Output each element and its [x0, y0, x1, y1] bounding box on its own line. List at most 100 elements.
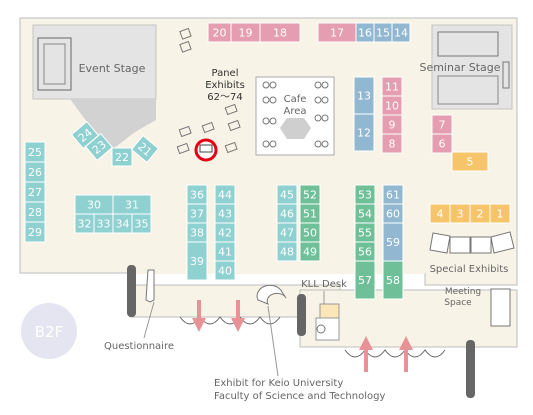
booth-9[interactable]: 9 — [381, 114, 403, 135]
special-exhibits[interactable] — [429, 231, 515, 254]
booth-25[interactable]: 25 — [24, 141, 46, 163]
booth-5[interactable]: 5 — [451, 151, 489, 172]
booth-8[interactable]: 8 — [381, 133, 403, 154]
booth-16[interactable]: 16 — [355, 22, 375, 43]
booth-56[interactable]: 56 — [354, 241, 376, 262]
booth-label: 49 — [303, 246, 317, 259]
booth-18[interactable]: 18 — [259, 22, 301, 43]
booth-38[interactable]: 38 — [186, 222, 208, 243]
booth-label: 11 — [385, 81, 399, 94]
booth-45[interactable]: 45 — [276, 184, 298, 205]
booth-1[interactable]: 1 — [489, 203, 511, 224]
booth-22[interactable]: 22 — [111, 147, 133, 167]
booth-54[interactable]: 54 — [354, 203, 376, 224]
booth-47[interactable]: 47 — [276, 222, 298, 243]
booth-31[interactable]: 31 — [112, 194, 152, 215]
booth-11[interactable]: 11 — [381, 76, 403, 97]
booth-33[interactable]: 33 — [93, 213, 114, 234]
booth-39[interactable]: 39 — [186, 241, 208, 281]
booth-58[interactable]: 58 — [382, 260, 404, 300]
booth-13[interactable]: 13 — [353, 76, 375, 115]
booth-23[interactable]: 23 — [84, 132, 114, 162]
panel-exhibits-label-3: 62〜74 — [207, 92, 242, 103]
booth-46[interactable]: 46 — [276, 203, 298, 224]
floor-badge — [21, 303, 77, 359]
panel-exhibits-label-1: Panel — [212, 68, 239, 79]
booth-27[interactable]: 27 — [24, 181, 46, 203]
booth-label: 25 — [28, 146, 42, 159]
questionnaire-stand[interactable] — [145, 269, 155, 303]
booth-48[interactable]: 48 — [276, 241, 298, 262]
booth-28[interactable]: 28 — [24, 201, 46, 223]
booth-label: 38 — [190, 227, 204, 240]
booth-40[interactable]: 40 — [214, 260, 236, 281]
booth-label: 1 — [497, 208, 504, 221]
booth-43[interactable]: 43 — [214, 203, 236, 224]
booth-label: 18 — [273, 27, 287, 40]
booth-42[interactable]: 42 — [214, 222, 236, 243]
booth-label: 26 — [28, 166, 42, 179]
booth-21[interactable]: 21 — [130, 134, 160, 164]
meeting-space[interactable] — [490, 288, 511, 327]
booth-37[interactable]: 37 — [186, 203, 208, 224]
booth-50[interactable]: 50 — [299, 222, 321, 243]
kll-desk[interactable] — [315, 303, 340, 341]
booth-51[interactable]: 51 — [299, 203, 321, 224]
booth-label: 59 — [386, 236, 400, 249]
booth-53[interactable]: 53 — [354, 184, 376, 205]
booth-label: 5 — [467, 156, 474, 169]
booth-14[interactable]: 14 — [391, 22, 411, 43]
booth-49[interactable]: 49 — [299, 241, 321, 262]
booth-label: 61 — [386, 189, 400, 202]
booth-26[interactable]: 26 — [24, 161, 46, 183]
booth-29[interactable]: 29 — [24, 221, 46, 243]
booth-label: 50 — [303, 227, 317, 240]
booth-32[interactable]: 32 — [74, 213, 95, 234]
booth-59[interactable]: 59 — [382, 222, 404, 262]
booth-35[interactable]: 35 — [131, 213, 152, 234]
booth-36[interactable]: 36 — [186, 184, 208, 205]
booth-44[interactable]: 44 — [214, 184, 236, 205]
keio-exhibit-stand[interactable] — [256, 284, 287, 305]
up-arrow-icon — [359, 336, 373, 372]
booth-label: 46 — [280, 208, 294, 221]
booth-61[interactable]: 61 — [382, 184, 404, 205]
booth-label: 41 — [218, 246, 232, 259]
booth-41[interactable]: 41 — [214, 241, 236, 262]
booth-57[interactable]: 57 — [354, 260, 376, 300]
booth-label: 52 — [303, 189, 317, 202]
booth-3[interactable]: 3 — [449, 203, 471, 224]
entrance-arrows — [192, 300, 413, 372]
seminar-stage[interactable] — [431, 24, 513, 110]
booth-17[interactable]: 17 — [317, 22, 357, 43]
booth-52[interactable]: 52 — [299, 184, 321, 205]
booth-19[interactable]: 19 — [230, 22, 261, 43]
booth-20[interactable]: 20 — [207, 22, 232, 43]
booth-label: 33 — [97, 218, 111, 231]
booth-34[interactable]: 34 — [112, 213, 133, 234]
cafe-area[interactable] — [255, 76, 335, 156]
event-stage-label: Event Stage — [79, 62, 146, 75]
booth-6[interactable]: 6 — [431, 133, 453, 154]
booth-60[interactable]: 60 — [382, 203, 404, 224]
booth-label: 10 — [385, 100, 399, 113]
booth-30[interactable]: 30 — [74, 194, 114, 215]
booth-label: 20 — [213, 27, 227, 40]
booth-4[interactable]: 4 — [429, 203, 451, 224]
booth-12[interactable]: 12 — [353, 113, 375, 152]
floor-badge-label: B2F — [35, 323, 63, 341]
booth-label: 29 — [28, 226, 42, 239]
seminar-stage-label: Seminar Stage — [419, 61, 500, 74]
keio-label-1: Exhibit for Keio University — [214, 378, 343, 389]
booth-7[interactable]: 7 — [431, 114, 453, 135]
booth-label: 37 — [190, 208, 204, 221]
booth-55[interactable]: 55 — [354, 222, 376, 243]
booth-label: 15 — [376, 27, 390, 40]
booth-2[interactable]: 2 — [469, 203, 491, 224]
event-stage[interactable] — [32, 24, 157, 149]
booth-15[interactable]: 15 — [373, 22, 393, 43]
walls — [127, 265, 475, 398]
booth-10[interactable]: 10 — [381, 95, 403, 116]
booth-label: 44 — [218, 189, 232, 202]
